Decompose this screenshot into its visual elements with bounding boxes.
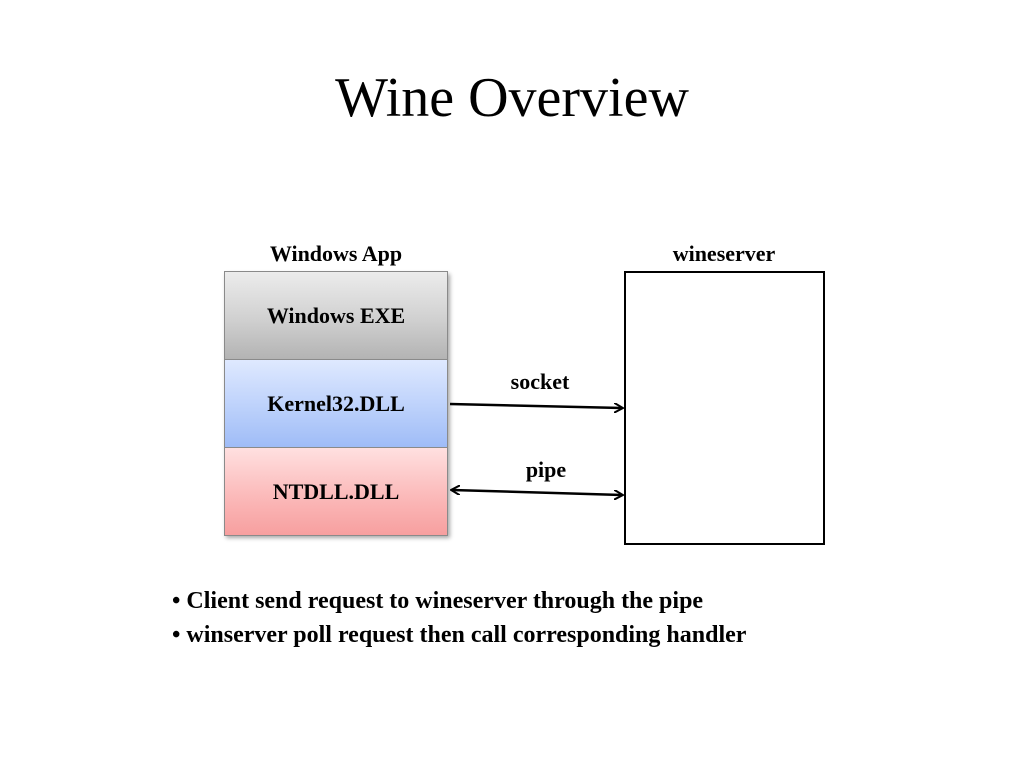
socket-edge-label: socket (510, 369, 570, 394)
bullet-text: winserver poll request then call corresp… (186, 622, 747, 648)
ntdll-dll-label: NTDLL.DLL (272, 478, 400, 504)
windows-exe-layer: Windows EXE (224, 271, 448, 360)
windows-exe-label: Windows EXE (266, 302, 406, 328)
bullet-item: • Client send request to wineserver thro… (172, 584, 932, 618)
bullet-text: Client send request to wineserver throug… (186, 588, 704, 614)
pipe-arrow (452, 490, 622, 495)
wineserver-label: wineserver (672, 241, 776, 266)
bullet-symbol: • (172, 588, 181, 614)
wineserver-box (624, 271, 825, 545)
pipe-edge-label: pipe (525, 457, 567, 482)
windows-app-stack: Windows EXE Kernel32.DLL NTDLL.DLL (224, 271, 448, 536)
slide-title: Wine Overview (335, 67, 689, 129)
kernel32-dll-label: Kernel32.DLL (267, 390, 405, 416)
socket-arrow (449, 402, 622, 408)
windows-app-label: Windows App (269, 241, 403, 266)
bullet-symbol: • (172, 622, 181, 648)
bullet-item: • winserver poll request then call corre… (172, 618, 932, 652)
kernel32-dll-layer: Kernel32.DLL (224, 359, 448, 448)
ntdll-dll-layer: NTDLL.DLL (224, 447, 448, 536)
bullet-list: • Client send request to wineserver thro… (172, 584, 932, 652)
